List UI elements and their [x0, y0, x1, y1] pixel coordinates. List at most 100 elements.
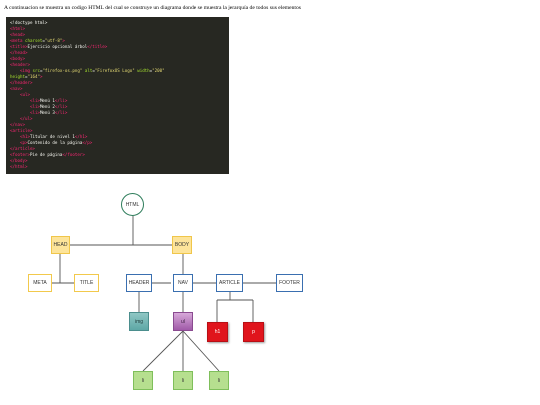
code-token: = — [42, 38, 45, 43]
node-p: p — [243, 322, 264, 342]
code-token: width — [137, 68, 150, 73]
code-token: <footer> — [10, 152, 30, 157]
code-token: </footer> — [62, 152, 85, 157]
node-li-2: li — [173, 371, 193, 390]
code-token: </p> — [82, 140, 93, 145]
node-header: HEADER — [126, 274, 152, 292]
code-token: = — [39, 68, 43, 73]
code-token: </title> — [87, 44, 108, 49]
code-token: Pie de página — [29, 152, 63, 157]
node-footer: FOOTER — [276, 274, 303, 292]
code-token: </li> — [54, 110, 68, 115]
node-article-label: ARTICLE — [218, 280, 241, 286]
code-line: <meta charset="utf-8"> — [10, 38, 229, 44]
code-token: <head> — [10, 32, 25, 37]
node-ul-label: ul — [181, 318, 185, 325]
code-token: <li> — [29, 98, 40, 103]
code-token: </h1> — [74, 134, 88, 139]
code-token: <html> — [10, 26, 25, 31]
node-li-3: li — [209, 371, 229, 390]
code-token: "164" — [27, 74, 40, 79]
code-token: > — [62, 38, 65, 43]
node-head-label: HEAD — [53, 242, 68, 248]
code-token: <img — [19, 68, 33, 73]
code-line: <head> — [10, 32, 229, 38]
code-token: = — [24, 74, 28, 79]
code-line: <li>Menú 2</li> — [10, 104, 229, 110]
code-token: <p> — [19, 140, 28, 145]
code-token: "200" — [152, 68, 165, 73]
code-token: <meta — [10, 38, 25, 43]
node-html-label: HTML — [125, 201, 140, 208]
code-line: <body> — [10, 56, 229, 62]
node-footer-label: FOOTER — [279, 280, 300, 286]
code-line: <nav> — [10, 86, 229, 92]
code-line: <!doctype html> — [10, 20, 229, 26]
code-line: <p>Contenido de la página</p> — [10, 140, 229, 146]
node-h1: h1 — [207, 322, 228, 342]
code-token: "FirefoxOS Logo" — [94, 68, 135, 73]
code-token: </li> — [54, 98, 68, 103]
node-header-label: HEADER — [128, 280, 150, 286]
code-token: </header> — [10, 80, 33, 85]
node-li-1-label: li — [141, 377, 145, 384]
code-block: <!doctype html><html><head><meta charset… — [6, 17, 229, 174]
node-html: HTML — [121, 193, 144, 216]
code-token: Contenido de la página — [27, 140, 83, 145]
node-title: TITLE — [74, 274, 99, 292]
code-token: <!doctype html> — [10, 20, 48, 25]
code-token: </head> — [10, 50, 28, 55]
code-line: <article> — [10, 128, 229, 134]
code-token: <header> — [10, 62, 30, 67]
code-line: <title>Ejercicio opcional árbol</title> — [10, 44, 229, 50]
node-title-label: TITLE — [79, 280, 94, 286]
code-line: </body> — [10, 158, 229, 164]
edge-ul-li1 — [142, 330, 184, 372]
intro-text: A continuacion se muestra un codigo HTML… — [4, 5, 301, 11]
code-token: height — [10, 74, 25, 79]
code-line: </article> — [10, 146, 229, 152]
node-p-label: p — [252, 329, 255, 335]
code-token: Ejercicio opcional árbol — [27, 44, 88, 49]
code-line: <ul> — [10, 92, 229, 98]
code-token: = — [92, 68, 95, 73]
code-line: </html> — [10, 164, 229, 170]
code-line: </ul> — [10, 116, 229, 122]
node-body: BODY — [172, 236, 192, 254]
node-nav: NAV — [173, 274, 193, 292]
code-line: </header> — [10, 80, 229, 86]
code-line: <html> — [10, 26, 229, 32]
code-line: <h1>Titular de nivel 1</h1> — [10, 134, 229, 140]
code-line: <footer>Pie de página</footer> — [10, 152, 229, 158]
code-token: src — [32, 68, 40, 73]
node-meta: META — [28, 274, 52, 292]
code-line: <li>Menú 1</li> — [10, 98, 229, 104]
code-token: = — [149, 68, 153, 73]
code-token: Menú 3 — [39, 110, 55, 115]
code-token: <body> — [10, 56, 25, 61]
code-line: </head> — [10, 50, 229, 56]
code-token: </html> — [10, 164, 28, 169]
code-line: <header> — [10, 62, 229, 68]
code-token: </nav> — [10, 122, 25, 127]
code-token: <li> — [29, 110, 40, 115]
node-img-label: img — [134, 318, 144, 325]
code-token: Menú 1 — [39, 98, 55, 103]
code-token: "firefox-os.png" — [42, 68, 83, 73]
code-token: Titular de nivel 1 — [29, 134, 75, 139]
code-token: charset — [24, 38, 43, 43]
node-li-1: li — [133, 371, 153, 390]
code-token: <nav> — [10, 86, 23, 91]
code-token: alt — [84, 68, 93, 73]
code-token: </li> — [54, 104, 68, 109]
node-ul: ul — [173, 312, 193, 331]
node-meta-label: META — [33, 280, 47, 286]
code-token: <article> — [10, 128, 33, 133]
code-line: <img src="firefox-os.png" alt="FirefoxOS… — [10, 68, 229, 74]
code-line: height="164"> — [10, 74, 229, 80]
node-head: HEAD — [51, 236, 70, 254]
node-article: ARTICLE — [216, 274, 243, 292]
code-token: "utf-8" — [44, 38, 63, 43]
code-line: </nav> — [10, 122, 229, 128]
